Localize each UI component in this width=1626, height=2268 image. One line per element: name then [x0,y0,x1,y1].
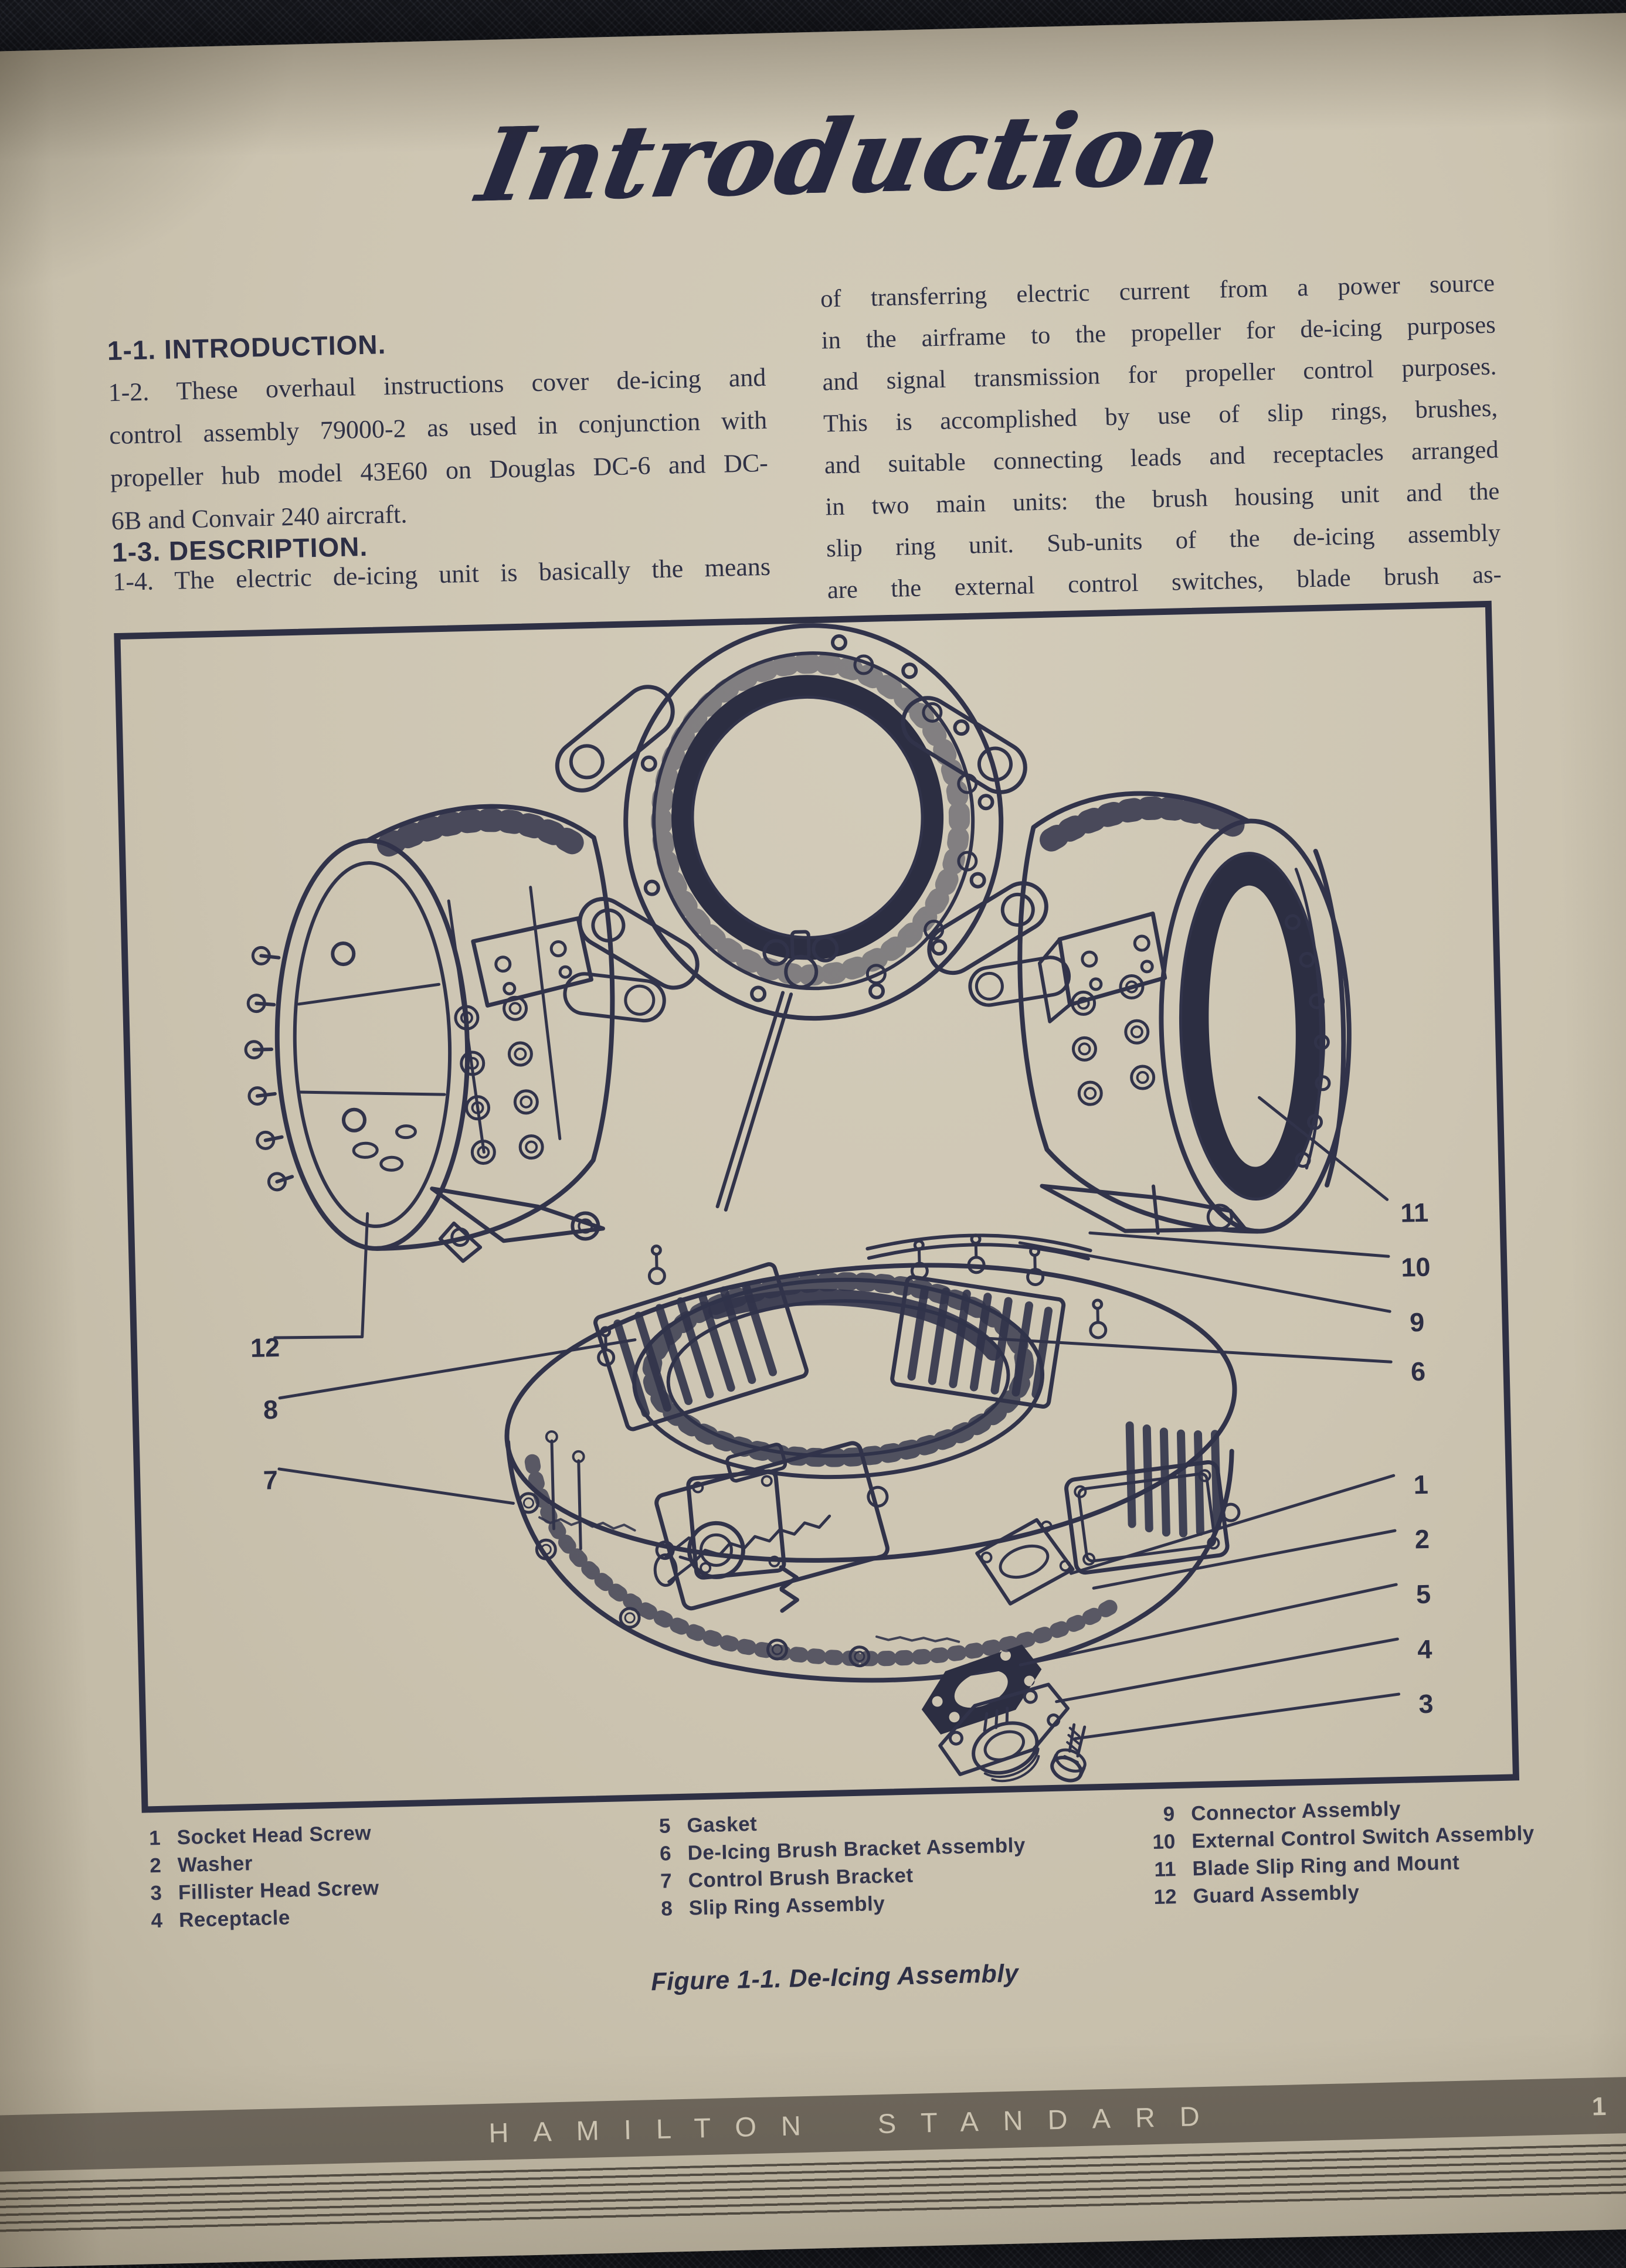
callout-1: 1 [1413,1469,1429,1500]
callout-8: 8 [263,1394,279,1425]
callout-9: 9 [1409,1307,1425,1338]
left-column-paragraph-1-2: 1-2. These overhaul instructions cover d… [108,359,770,545]
gasket [921,1644,1042,1735]
top-ring [555,623,1048,1212]
right-column-paragraph: of transferring electric current from a … [820,266,1502,614]
guard-arc [1313,848,1346,1188]
junction-box [1064,1460,1241,1575]
center-assembly [504,1233,1241,1683]
cooling-fins [1040,796,1245,852]
lower-arm [430,1186,605,1243]
page-number: 1 [1591,2092,1607,2121]
slip-ring-crown [642,1272,1034,1467]
top-studs [597,1233,1108,1367]
fillister-screw [1050,1723,1087,1783]
page-title: Introduction [470,87,1232,225]
lead-wire [715,991,793,1212]
left-drum [244,804,666,1263]
terminal-studs [454,995,544,1165]
section-heading-1-1: 1-1. INTRODUCTION. [107,329,386,366]
leader-lines [273,1096,1401,1740]
callout-6: 6 [1410,1356,1426,1387]
right-drum [865,791,1352,1261]
connector-rod [865,1233,1092,1261]
receptacle [938,1682,1070,1783]
switch-bracket-plate [1057,912,1167,1007]
callout-3: 3 [1418,1688,1434,1719]
brush-bracket-left [593,1262,809,1431]
callout-7: 7 [263,1464,279,1495]
rim-bolts [517,1492,871,1668]
callout-5: 5 [1415,1579,1431,1610]
brush-bracket-right [890,1275,1066,1409]
callout-11: 11 [1400,1197,1429,1228]
serrated-rim [524,1454,1128,1667]
callout-4: 4 [1417,1634,1432,1665]
callout-10: 10 [1400,1252,1431,1283]
lower-arm [1040,1184,1248,1233]
cooling-fins [376,808,589,857]
terminal-studs [762,930,839,989]
chevron-detail [779,1565,799,1613]
housing-fins [1125,1421,1221,1538]
connector-boss [687,1521,745,1579]
flange-pad [975,1518,1075,1606]
figure-caption: Figure 1-1. De-Icing Assembly [650,1959,1019,1997]
exploded-view-drawing [244,623,1401,1783]
terminal-studs [1071,974,1156,1106]
callout-12: 12 [250,1332,280,1363]
callout-2: 2 [1414,1524,1430,1555]
figure-1-1-deicing-assembly: 12 8 7 11 10 9 6 1 2 5 4 3 [114,600,1520,1813]
front-plate [686,1469,786,1580]
manual-page: Introduction 1-1. INTRODUCTION. 1-2. The… [0,12,1626,2268]
mount-plate [471,916,593,1008]
